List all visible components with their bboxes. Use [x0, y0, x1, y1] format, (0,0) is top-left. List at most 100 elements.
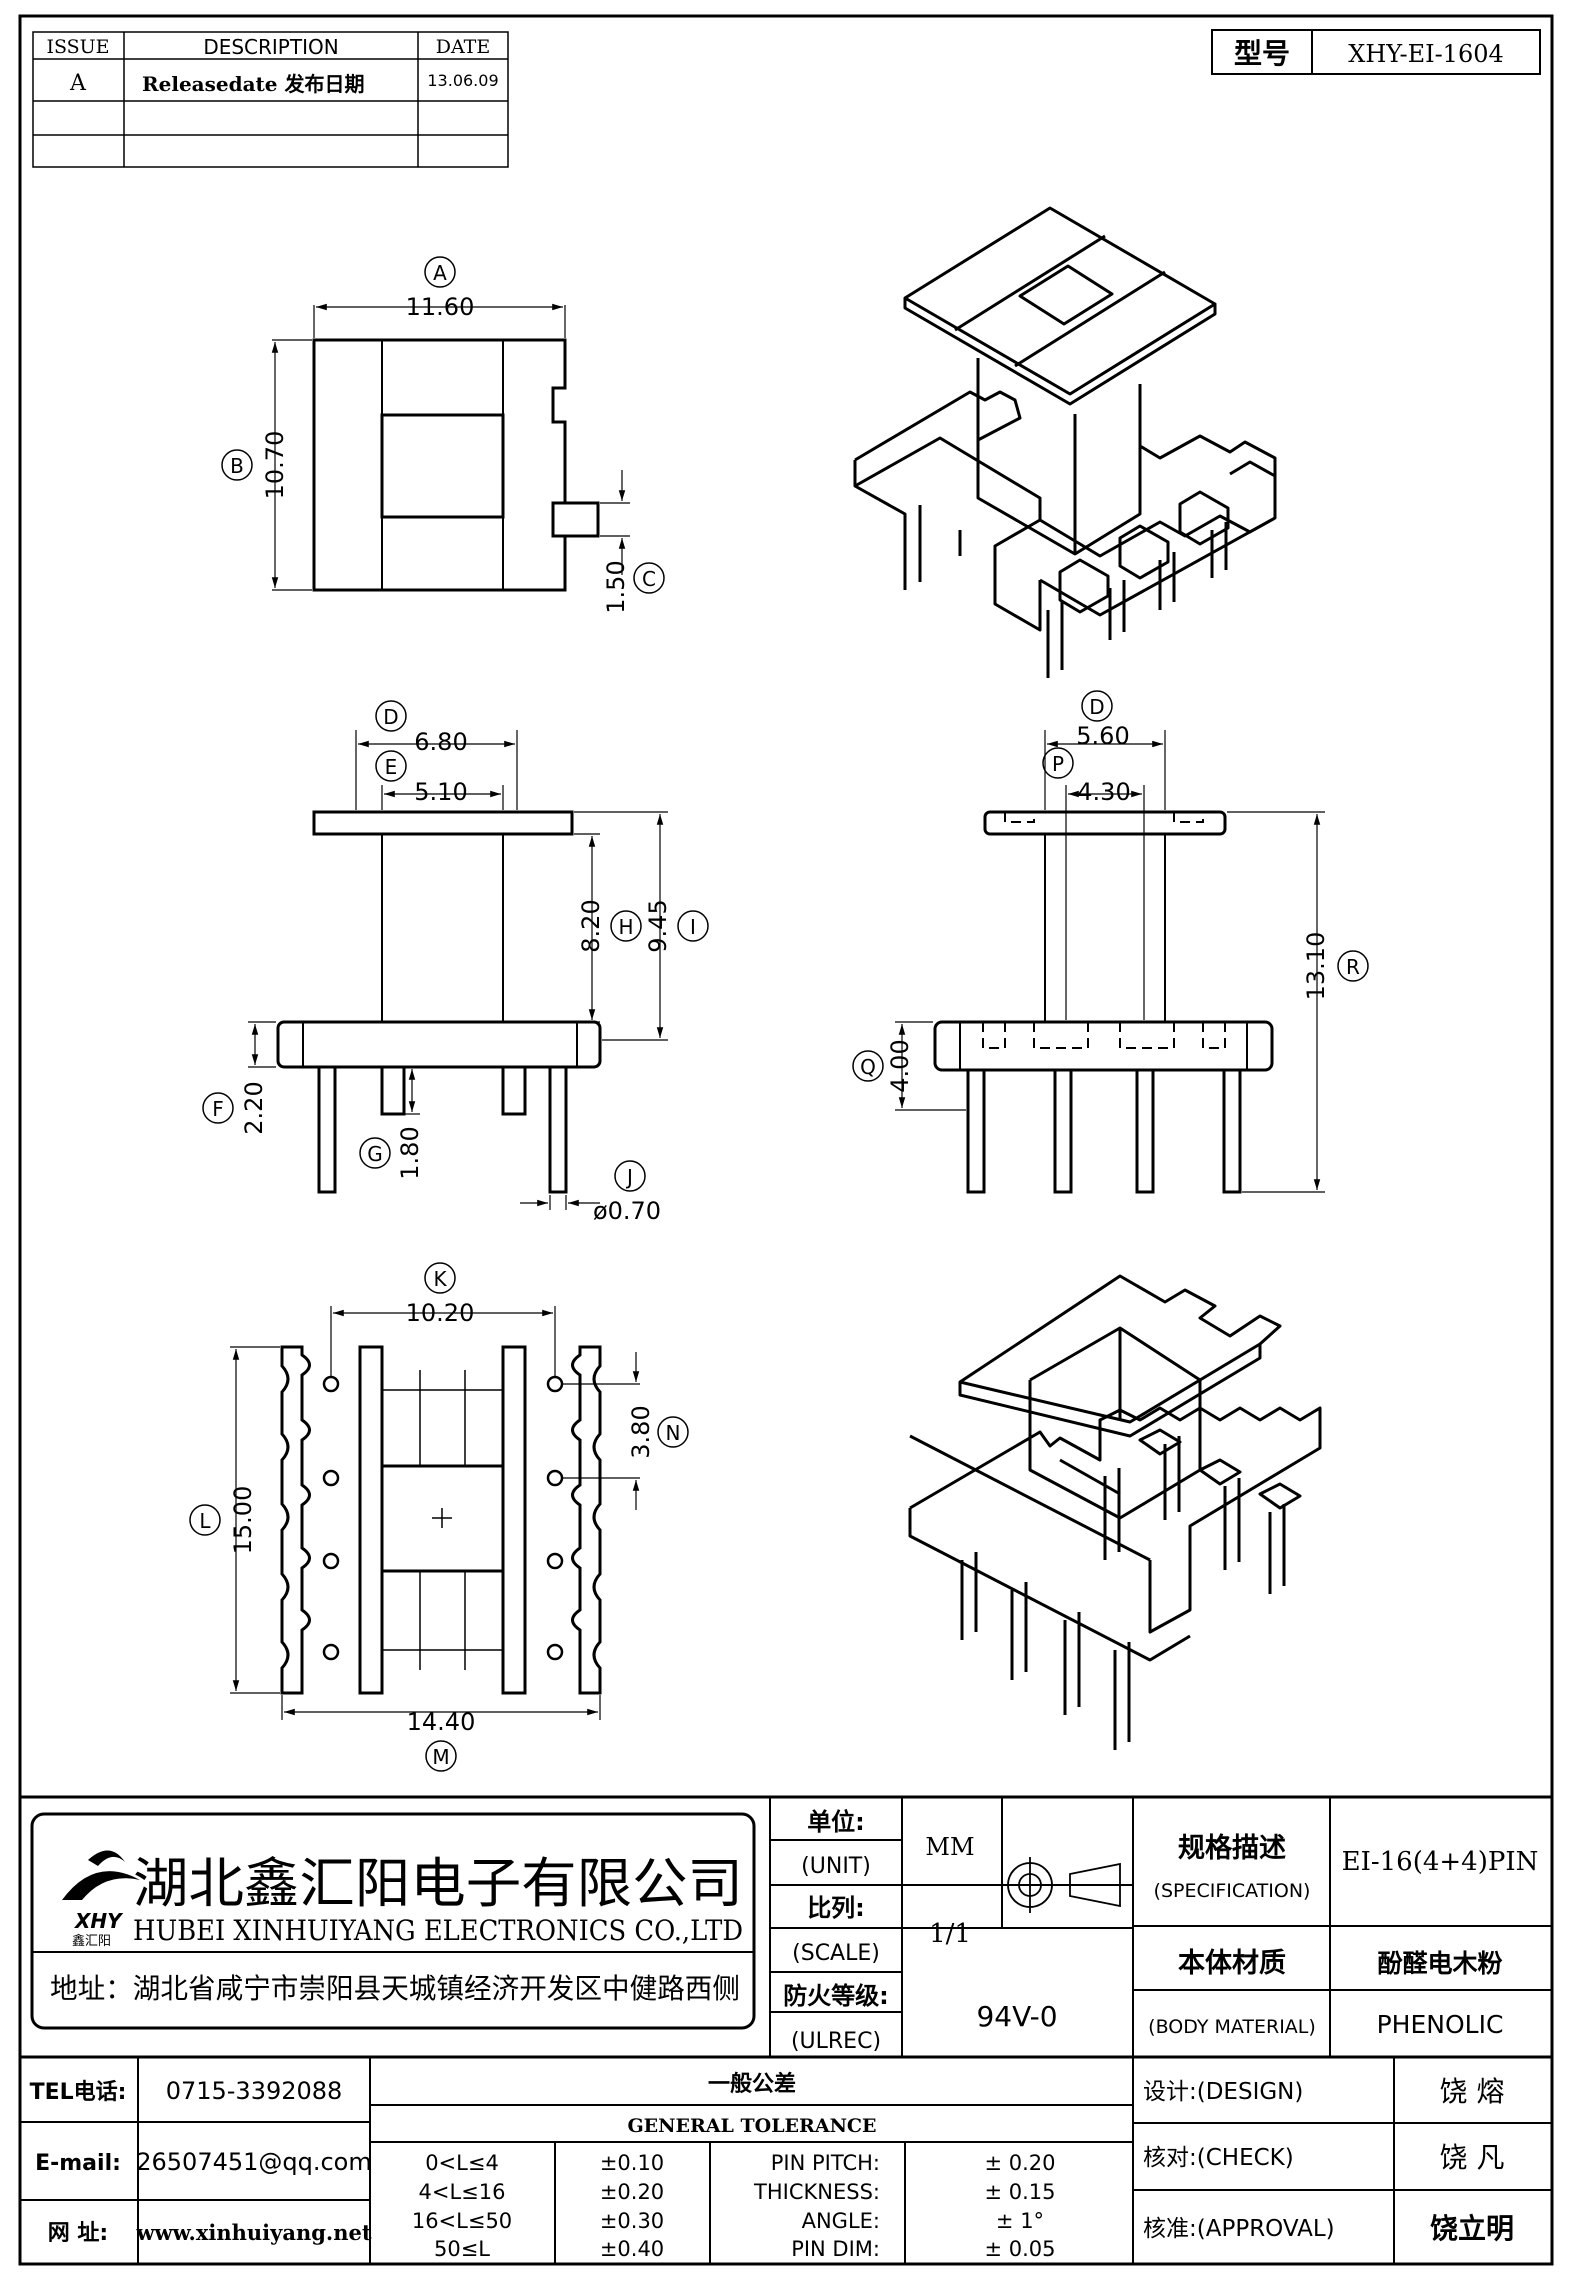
material-value-en: PHENOLIC: [1377, 2010, 1504, 2039]
company-name-cn: 湖北鑫汇阳电子有限公司: [133, 1852, 743, 1915]
unit-value: MM: [925, 1833, 974, 1861]
dim-R-value: 13.10: [1302, 932, 1330, 1001]
revision-date: 13.06.09: [427, 71, 498, 90]
unit-label-en: (UNIT): [801, 1854, 871, 1879]
model-label: 型号: [1234, 37, 1290, 70]
approval-name: 饶立明: [1430, 2212, 1514, 2245]
svg-text:鑫汇阳: 鑫汇阳: [72, 1933, 111, 1949]
dim-H-badge: [610, 910, 642, 942]
dim-J-letter: J: [625, 1165, 633, 1189]
dim-P-letter: P: [1052, 752, 1064, 776]
dim-D-front-value: 6.80: [414, 728, 467, 756]
dim-A-letter: A: [433, 261, 447, 285]
tolerance-value-2: ±0.20: [600, 2180, 664, 2204]
drawing-frame: [18, 14, 1554, 2266]
dim-B-letter: B: [230, 454, 244, 478]
tel-label: TEL电话:: [30, 2080, 127, 2105]
dim-L-letter: L: [199, 1509, 211, 1533]
thickness-label: THICKNESS:: [753, 2180, 880, 2204]
web-value: www.xinhuiyang.net: [135, 2220, 371, 2245]
bottom-view-dims: [230, 1306, 640, 1720]
dim-P-value: 4.30: [1077, 778, 1130, 806]
side-view-dashes: [982, 812, 1226, 1049]
dim-D-side-letter: D: [1089, 695, 1104, 719]
date-header: DATE: [436, 36, 490, 58]
dim-N-value: 3.80: [627, 1405, 655, 1458]
fire-label-en: (ULREC): [791, 2029, 881, 2054]
dim-E-value: 5.10: [414, 778, 467, 806]
dim-F-badge: [202, 1092, 234, 1124]
tolerance-range-4: 50≤L: [434, 2237, 490, 2261]
company-address: 地址：湖北省咸宁市崇阳县天城镇经济开发区中健路西侧: [50, 1972, 740, 2005]
dim-R-badge: [1337, 950, 1369, 982]
tolerance-value-4: ±0.40: [600, 2237, 664, 2261]
dim-G-letter: G: [367, 1142, 383, 1166]
dim-I-letter: I: [690, 915, 696, 939]
dim-I-badge: [677, 910, 709, 942]
company-logo: XHY 鑫汇阳: [62, 1850, 140, 1949]
pin-pitch-value: ± 0.20: [984, 2151, 1055, 2175]
design-name: 饶 熔: [1440, 2075, 1505, 2108]
isometric-view-bottom: [908, 1274, 1322, 1750]
tolerance-value-1: ±0.10: [600, 2151, 664, 2175]
dim-H-letter: H: [618, 915, 633, 939]
material-label-cn: 本体材质: [1178, 1948, 1286, 1979]
design-label: 设计:(DESIGN): [1143, 2079, 1303, 2105]
dim-N-letter: N: [666, 1421, 681, 1445]
fire-value: 94V-0: [976, 2000, 1057, 2033]
dim-Q-value: 4.00: [886, 1039, 914, 1092]
dim-N-badge: [657, 1416, 689, 1448]
dim-M-letter: M: [432, 1745, 449, 1769]
dim-I-value: 9.45: [644, 899, 672, 952]
dim-K-value: 10.20: [406, 1299, 475, 1327]
material-label-en: (BODY MATERIAL): [1148, 2016, 1316, 2038]
top-view-dims: [271, 303, 630, 591]
email-label: E-mail:: [35, 2151, 121, 2176]
model-value: XHY-EI-1604: [1348, 40, 1504, 68]
check-label: 核对:(CHECK): [1143, 2145, 1294, 2171]
dim-F-value: 2.20: [240, 1081, 268, 1134]
unit-label-cn: 单位:: [807, 1808, 865, 1836]
dim-D-side-badge: [1081, 690, 1113, 722]
dim-E-badge: [375, 750, 407, 782]
tolerance-value-3: ±0.30: [600, 2209, 664, 2233]
pin-dim-value: ± 0.05: [984, 2237, 1055, 2261]
dim-C-value: 1.50: [602, 560, 630, 613]
top-view: [312, 338, 600, 592]
scale-value: 1/1: [929, 1919, 971, 1949]
dim-B-value: 10.70: [261, 431, 289, 500]
spec-label-en: (SPECIFICATION): [1154, 1880, 1311, 1902]
material-value-cn: 酚醛电木粉: [1377, 1949, 1502, 1978]
dim-L-value: 15.00: [229, 1486, 257, 1555]
email-value: 26507451@qq.com: [136, 2148, 372, 2176]
dim-A-value: 11.60: [406, 293, 475, 321]
check-name: 饶 凡: [1440, 2141, 1505, 2174]
dim-H-value: 8.20: [577, 899, 605, 952]
dim-P-badge: [1042, 747, 1074, 779]
tel-value: 0715-3392088: [166, 2077, 343, 2105]
thickness-value: ± 0.15: [984, 2180, 1055, 2204]
isometric-view-top: [853, 206, 1277, 678]
description-header: DESCRIPTION: [203, 35, 338, 59]
title-block-grid: [20, 1795, 1552, 2264]
front-view: [276, 810, 602, 1194]
scale-label-en: (SCALE): [792, 1941, 880, 1966]
web-label: 网 址:: [48, 2221, 108, 2246]
dim-A-badge: [424, 256, 456, 288]
dim-D-front-badge: [375, 700, 407, 732]
dim-C-letter: C: [642, 567, 656, 591]
dim-K-letter: K: [433, 1267, 447, 1291]
scale-label-cn: 比列:: [807, 1894, 865, 1922]
dim-B-badge: [221, 449, 253, 481]
dim-D-front-letter: D: [383, 705, 398, 729]
dim-D-side-value: 5.60: [1076, 722, 1129, 750]
dim-E-letter: E: [385, 755, 398, 779]
dim-Q-badge: [852, 1050, 884, 1082]
dim-R-letter: R: [1346, 955, 1360, 979]
spec-label-cn: 规格描述: [1178, 1833, 1286, 1864]
revision-issue: A: [69, 71, 87, 96]
tolerance-range-2: 4<L≤16: [419, 2180, 506, 2204]
side-view-dims: [895, 730, 1325, 1193]
company-box: [30, 1812, 756, 2030]
angle-value: ± 1°: [996, 2209, 1044, 2233]
